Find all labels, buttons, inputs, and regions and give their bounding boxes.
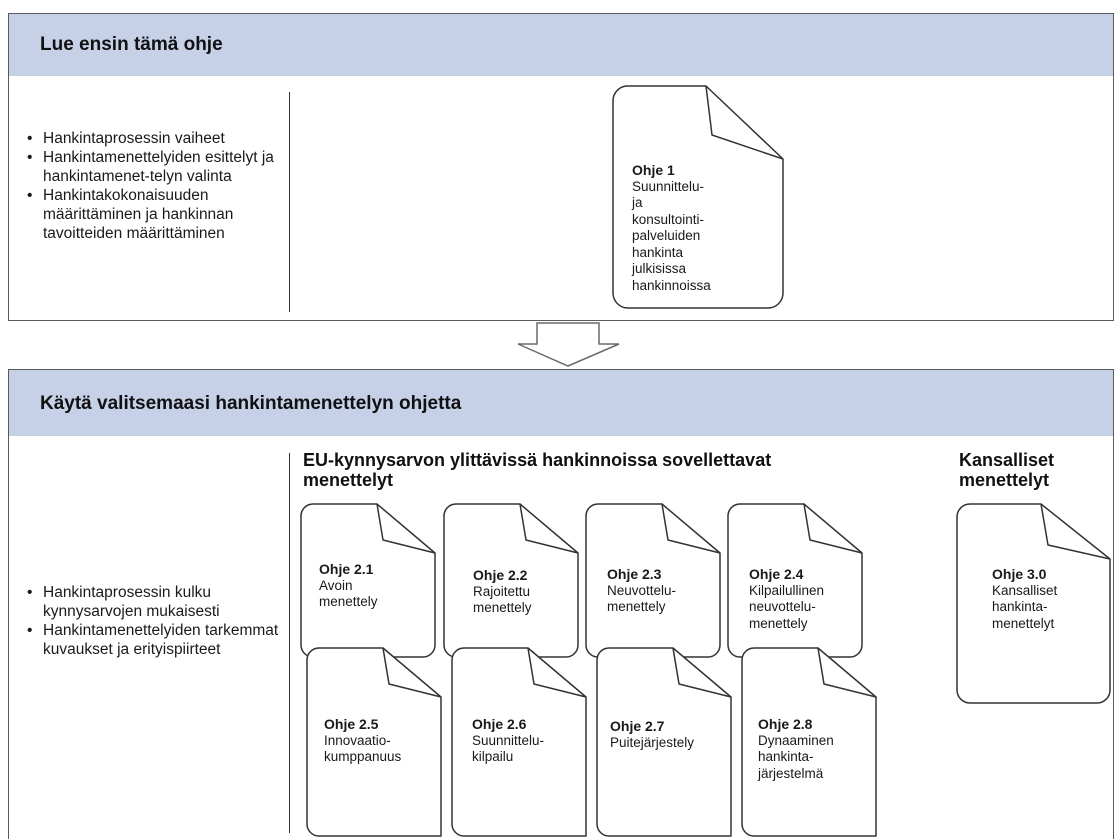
doc-title: Ohje 2.8 — [758, 716, 813, 732]
doc-title: Ohje 2.1 — [319, 561, 374, 577]
doc-title: Ohje 2.4 — [749, 566, 804, 582]
intro-bullet-list: Hankintaprosessin vaiheet Hankintamenett… — [27, 129, 289, 243]
eu-procedures-heading: EU-kynnysarvon ylittävissä hankinnoissa … — [303, 450, 772, 490]
procedure-section-title: Käytä valitsemaasi hankintamenettelyn oh… — [40, 393, 462, 414]
intro-divider — [289, 92, 290, 312]
intro-bullet-item: Hankintaprosessin vaiheet — [27, 129, 289, 148]
doc-title: Ohje 2.3 — [607, 566, 662, 582]
doc-description: Rajoitettu menettely — [473, 583, 532, 616]
document-icon — [612, 85, 784, 309]
doc-title: Ohje 2.5 — [324, 716, 379, 732]
procedure-bullet-list: Hankintaprosessin kulku kynnysarvojen mu… — [27, 583, 289, 659]
document-icon — [443, 503, 579, 658]
doc-title: Ohje 2.7 — [610, 718, 665, 734]
down-arrow-icon — [517, 322, 620, 367]
doc-description: Kansalliset hankinta- menettelyt — [992, 582, 1058, 631]
procedure-divider — [289, 453, 290, 833]
document-icon — [585, 503, 721, 658]
national-procedures-heading: Kansalliset menettelyt — [959, 450, 1055, 490]
doc-description: Suunnittelu- ja konsultointi- palveluide… — [632, 178, 711, 293]
procedure-bullet-item: Hankintamenettelyiden tarkemmat kuvaukse… — [27, 621, 289, 659]
intro-header-band: Lue ensin tämä ohje — [9, 14, 1113, 76]
doc-description: Suunnittelu- kilpailu — [472, 732, 545, 765]
procedure-section: Käytä valitsemaasi hankintamenettelyn oh… — [8, 369, 1114, 839]
document-icon — [956, 503, 1111, 704]
procedure-bullet-item: Hankintaprosessin kulku kynnysarvojen mu… — [27, 583, 289, 621]
document-icon — [727, 503, 863, 658]
doc-description: Kilpailullinen neuvottelu- menettely — [749, 582, 825, 631]
intro-bullet-item: Hankintamenettelyiden esittelyt ja hanki… — [27, 148, 289, 186]
procedure-header-band: Käytä valitsemaasi hankintamenettelyn oh… — [9, 370, 1113, 436]
document-icon — [596, 647, 732, 837]
doc-description: Neuvottelu- menettely — [607, 582, 677, 615]
doc-description: Puitejärjestely — [610, 734, 695, 750]
doc-title: Ohje 1 — [632, 162, 675, 178]
intro-section: Lue ensin tämä ohje Hankintaprosessin va… — [8, 13, 1114, 321]
doc-description: Dynaaminen hankinta- järjestelmä — [758, 732, 834, 781]
intro-bullet-item: Hankintakokonaisuuden määrittäminen ja h… — [27, 186, 289, 243]
doc-description: Avoin menettely — [319, 577, 378, 610]
doc-description: Innovaatio- kumppanuus — [324, 732, 402, 765]
doc-title: Ohje 3.0 — [992, 566, 1047, 582]
doc-title: Ohje 2.6 — [472, 716, 527, 732]
doc-title: Ohje 2.2 — [473, 567, 528, 583]
intro-section-title: Lue ensin tämä ohje — [40, 34, 223, 55]
